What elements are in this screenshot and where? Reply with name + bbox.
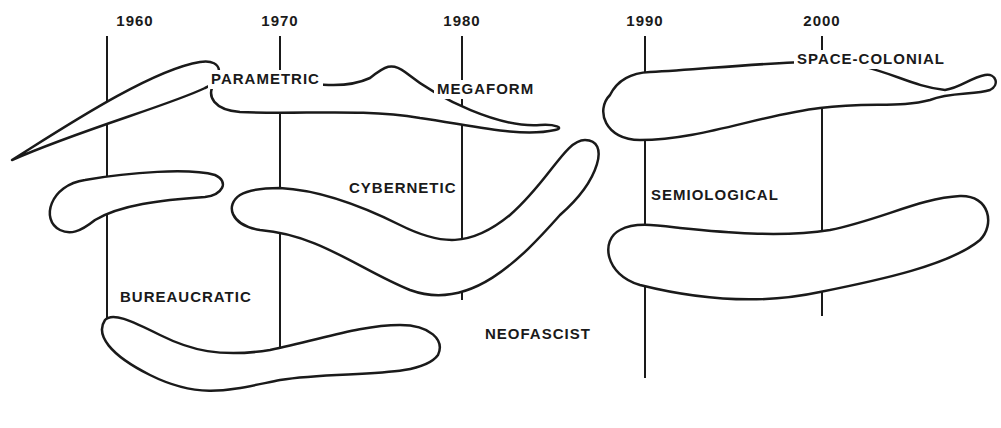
blob-shape: [608, 196, 988, 299]
year-label: 1970: [258, 12, 301, 31]
year-label: 2000: [800, 12, 843, 31]
category-label: MEGAFORM: [434, 80, 537, 99]
category-label: SPACE-COLONIAL: [794, 50, 948, 69]
year-label: 1960: [113, 12, 156, 31]
blob-shape: [603, 62, 995, 140]
year-label: 1990: [623, 12, 666, 31]
category-label: CYBERNETIC: [346, 179, 460, 198]
year-label: 1980: [440, 12, 483, 31]
category-label: NEOFASCIST: [482, 325, 594, 344]
category-label: BUREAUCRATIC: [117, 288, 255, 307]
blob-shape: [50, 171, 223, 232]
blob-shape: [102, 317, 440, 391]
category-label: SEMIOLOGICAL: [648, 186, 782, 205]
category-label: PARAMETRIC: [208, 70, 323, 89]
blob-shape: [232, 140, 599, 295]
blob-shape: [12, 62, 219, 160]
